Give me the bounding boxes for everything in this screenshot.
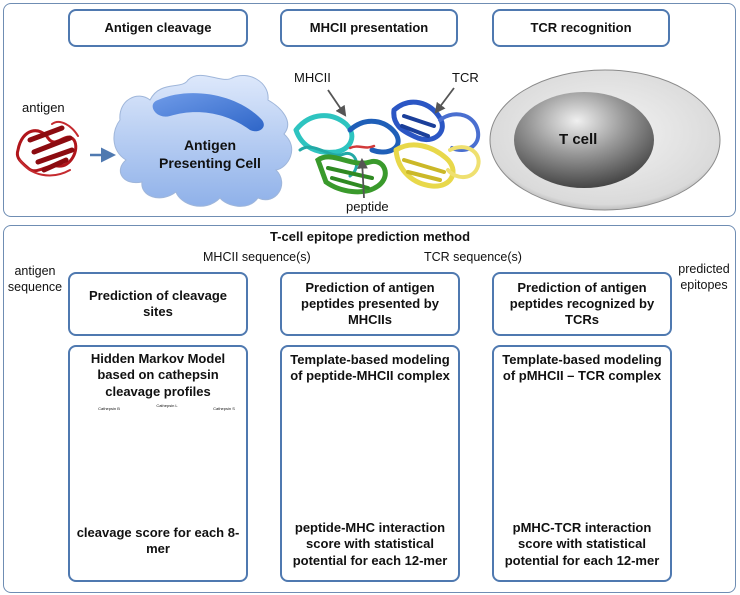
method-pmhc-tcr-box — [492, 345, 672, 582]
pmhc-tcr-score: pMHC-TCR interaction score with statisti… — [504, 520, 660, 568]
peptide-label: peptide — [346, 199, 389, 214]
stage-mhcii-presentation: MHCII presentation — [280, 9, 458, 47]
mhcii-sequence-label: MHCII sequence(s) — [203, 250, 311, 264]
pmhc-score: peptide-MHC interaction score with stati… — [292, 520, 448, 568]
cathepsin-l-title: Cathepsin L — [156, 403, 178, 408]
apc-label: Antigen Presenting Cell — [159, 137, 261, 171]
step-mhcii-presentation-prediction: Prediction of antigen peptides presented… — [280, 272, 460, 336]
stage-tcr-recognition: TCR recognition — [492, 9, 670, 47]
pmhc-tcr-title: Template-based modeling of pMHCII – TCR … — [502, 352, 662, 384]
step-tcr-recognition-prediction: Prediction of antigen peptides recognize… — [492, 272, 672, 336]
tcr-sequence-label: TCR sequence(s) — [424, 250, 522, 264]
arrow-mhcii-pointer — [327, 89, 347, 117]
arrow-peptide-pointer — [357, 157, 368, 199]
arrow-tcr-pointer — [434, 87, 455, 114]
cathepsin-s-title: Cathepsin S — [213, 406, 235, 411]
tcr-label: TCR — [452, 70, 479, 85]
pmhc-title: Template-based modeling of peptide-MHCII… — [290, 352, 450, 384]
method-title: T-cell epitope prediction method — [269, 229, 471, 244]
apc-nucleus-shape — [152, 93, 264, 132]
cathepsin-b-title: Cathepsin B — [98, 406, 120, 411]
antigen-protein-image — [15, 120, 79, 177]
step-cleavage-prediction: Prediction of cleavage sites — [68, 272, 248, 336]
hmm-score: cleavage score for each 8-mer — [76, 525, 240, 557]
stage-antigen-cleavage: Antigen cleavage — [68, 9, 248, 47]
t-cell-label: T cell — [559, 131, 598, 148]
method-hmm-box — [68, 345, 248, 582]
hmm-title: Hidden Markov Model based on cathepsin c… — [90, 351, 226, 399]
mhcii-tcr-complex-image — [293, 99, 481, 195]
antigen-label: antigen — [22, 100, 65, 115]
mhcii-label: MHCII — [294, 70, 331, 85]
t-cell-nucleus-shape — [514, 92, 654, 188]
antigen-sequence-label: antigen sequence — [7, 264, 63, 294]
method-pmhc-box — [280, 345, 460, 582]
predicted-epitopes-label: predicted epitopes — [678, 262, 730, 292]
